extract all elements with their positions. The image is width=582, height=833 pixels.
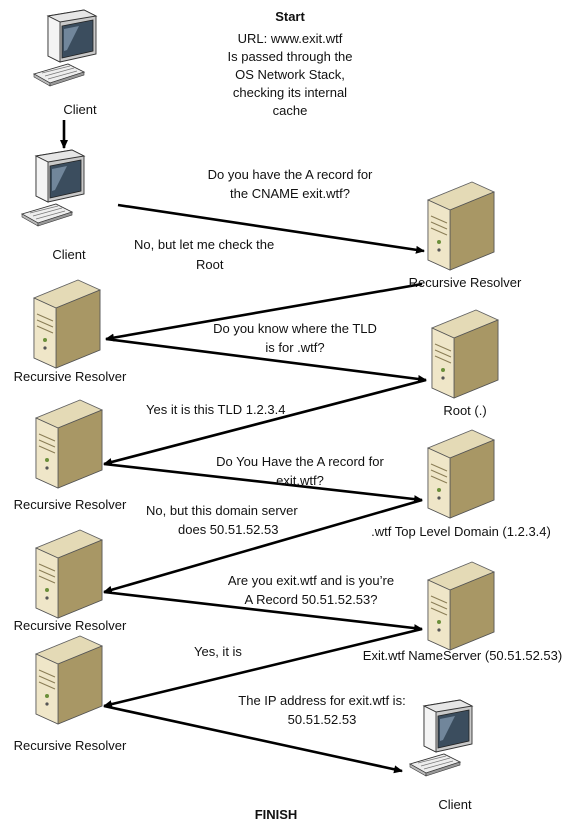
- client-computer-icon: [33, 9, 97, 87]
- client-final-label: Client: [438, 797, 472, 812]
- client-second-label: Client: [52, 247, 86, 262]
- tld-server-icon: [427, 429, 495, 519]
- start-title: Start: [275, 9, 305, 24]
- msg-check-root-line-2: Root: [196, 257, 224, 272]
- msg-ip-answer-line-1: The IP address for exit.wtf is:: [238, 693, 406, 708]
- root-label: Root (.): [443, 403, 487, 418]
- msg-yes-it-is: Yes, it is: [194, 644, 242, 659]
- resolver-to-root-arrow: [105, 337, 427, 383]
- start-line-1: URL: www.exit.wtf: [237, 31, 343, 46]
- resolver-to-tld-arrow: [103, 462, 423, 504]
- msg-domain-server-line-1: No, but this domain server: [146, 503, 298, 518]
- resolver-to-nameserver-arrow: [103, 590, 423, 633]
- resolver-1-label: Recursive Resolver: [408, 275, 522, 290]
- tld-to-resolver-arrow: [103, 498, 423, 594]
- msg-ask-tld-line-2: is for .wtf?: [265, 340, 325, 355]
- start-line-4: checking its internal: [232, 85, 348, 100]
- start-line-2: Is passed through the: [227, 49, 353, 64]
- start-line-3: OS Network Stack,: [235, 67, 345, 82]
- msg-ask-exit-line-1: Are you exit.wtf and is you’re: [227, 573, 395, 588]
- resolver-5-label: Recursive Resolver: [13, 738, 127, 753]
- msg-ask-exit-line-2: A Record 50.51.52.53?: [244, 592, 378, 607]
- resolver-3-label: Recursive Resolver: [13, 497, 127, 512]
- nameserver-label: Exit.wtf NameServer (50.51.52.53): [362, 648, 563, 663]
- nameserver-server-icon: [427, 561, 495, 651]
- client-computer-icon: [21, 149, 85, 227]
- msg-ask-a-record-line-2: exit.wtf?: [276, 473, 324, 488]
- recursive-resolver-server-icon: [427, 181, 495, 271]
- msg-ask-a-record-line-1: Do You Have the A record for: [216, 454, 384, 469]
- msg-domain-server-line-2: does 50.51.52.53: [178, 522, 279, 537]
- tld-label: .wtf Top Level Domain (1.2.3.4): [371, 524, 551, 539]
- msg-ask-cname-line-1: Do you have the A record for: [207, 167, 373, 182]
- client-to-resolver-arrow: [117, 203, 425, 254]
- start-line-5: cache: [272, 103, 308, 118]
- resolver-to-client-arrow: [103, 704, 403, 774]
- finish-label: FINISH: [254, 807, 298, 822]
- msg-check-root-line-1: No, but let me check the: [134, 237, 275, 252]
- client-top-label: Client: [63, 102, 97, 117]
- root-server-icon: [431, 309, 499, 399]
- recursive-resolver-server-icon: [33, 279, 101, 369]
- msg-tld-answer: Yes it is this TLD 1.2.3.4: [146, 402, 286, 417]
- recursive-resolver-server-icon: [35, 399, 103, 489]
- recursive-resolver-server-icon: [35, 529, 103, 619]
- resolver-2-label: Recursive Resolver: [13, 369, 127, 384]
- resolver-4-label: Recursive Resolver: [13, 618, 127, 633]
- msg-ask-tld-line-1: Do you know where the TLD: [213, 321, 377, 336]
- nameserver-to-resolver-arrow: [103, 627, 423, 709]
- msg-ip-answer-line-2: 50.51.52.53: [287, 712, 357, 727]
- msg-ask-cname-line-2: the CNAME exit.wtf?: [230, 186, 350, 201]
- recursive-resolver-server-icon: [35, 635, 103, 725]
- root-to-resolver-answer-arrow: [103, 378, 427, 466]
- root-to-resolver-arrow: [105, 282, 423, 342]
